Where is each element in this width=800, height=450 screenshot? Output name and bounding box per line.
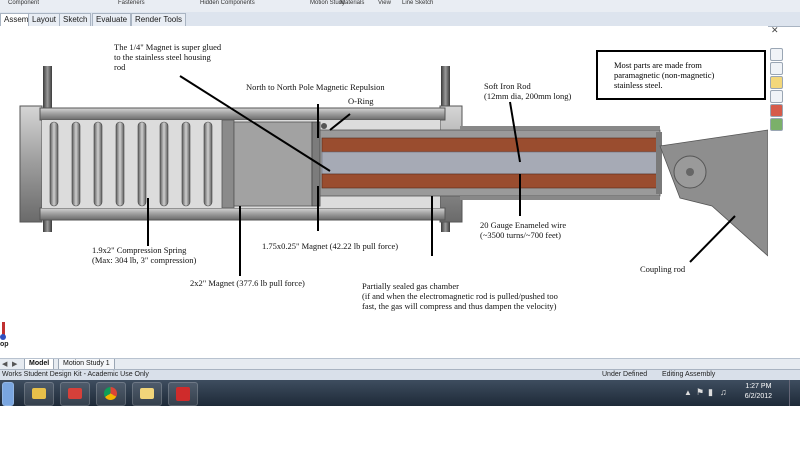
housing-tube-top bbox=[39, 107, 446, 121]
ribbon-item-fasteners[interactable]: Fasteners bbox=[118, 0, 145, 6]
triad-origin-icon bbox=[0, 334, 6, 340]
resources-icon[interactable] bbox=[770, 48, 783, 61]
annotation-magnet-glue: The 1/4" Magnet is super glued to the st… bbox=[114, 42, 222, 72]
tab-scroll-left-icon[interactable]: ◀ bbox=[2, 361, 8, 368]
compression-spring bbox=[49, 121, 213, 207]
appearances-icon[interactable] bbox=[770, 104, 783, 117]
annotation-enameled-wire: 20 Gauge Enameled wire (~3500 turns/~700… bbox=[480, 220, 567, 240]
annotation-o-ring: O-Ring bbox=[348, 96, 374, 106]
view-label: op bbox=[0, 341, 9, 348]
ribbon-item-component[interactable]: Component bbox=[8, 0, 40, 6]
coil-winding-bottom bbox=[321, 173, 659, 189]
housing-tube-bottom bbox=[39, 207, 446, 221]
material-note-box: Most parts are made from paramagnetic (n… bbox=[596, 50, 766, 100]
design-library-icon[interactable] bbox=[770, 62, 783, 75]
file-manager-icon[interactable] bbox=[132, 382, 162, 406]
ribbon-item-materials[interactable]: Materials bbox=[340, 0, 365, 6]
tray-network-icon[interactable]: ▮ bbox=[708, 387, 713, 397]
status-license: Works Student Design Kit - Academic Use … bbox=[2, 371, 149, 378]
taskbar-clock[interactable]: 1:27 PM 6/2/2012 bbox=[745, 382, 772, 402]
solidworks-icon[interactable] bbox=[168, 382, 198, 406]
show-desktop-button[interactable] bbox=[789, 380, 800, 406]
task-pane bbox=[769, 48, 783, 138]
status-bar: Works Student Design Kit - Academic Use … bbox=[0, 369, 800, 380]
start-orb-icon[interactable] bbox=[2, 382, 14, 406]
windows-taskbar: ▲ ⚑ ▮ ♫ 1:27 PM 6/2/2012 bbox=[0, 380, 800, 406]
reference-triad: op bbox=[0, 322, 10, 350]
ribbon-item-motion-study[interactable]: Motion Study bbox=[310, 0, 346, 6]
clock-time: 1:27 PM bbox=[745, 383, 772, 390]
coupling-pin-hole bbox=[686, 168, 694, 176]
tab-layout[interactable]: Layout bbox=[28, 13, 61, 26]
o-ring bbox=[321, 123, 327, 129]
close-icon[interactable]: ✕ bbox=[771, 25, 779, 35]
material-note-text: Most parts are made from paramagnetic (n… bbox=[614, 60, 715, 90]
annotation-soft-iron-rod: Soft Iron Rod (12mm dia, 200mm long) bbox=[484, 81, 572, 101]
spring-plate bbox=[221, 119, 235, 209]
annotation-gas-chamber: Partially sealed gas chamber (if and whe… bbox=[362, 281, 558, 311]
annotation-repulsion: North to North Pole Magnetic Repulsion bbox=[246, 82, 385, 92]
soft-iron-rod bbox=[321, 151, 659, 175]
triad-y-axis-icon bbox=[2, 322, 5, 338]
tray-volume-icon[interactable]: ♫ bbox=[720, 387, 727, 397]
tab-evaluate[interactable]: Evaluate bbox=[92, 13, 132, 26]
model-tab-bar: ◀ ▶ Model Motion Study 1 bbox=[0, 358, 800, 370]
bolt-top-right bbox=[441, 66, 450, 110]
clock-date: 6/2/2012 bbox=[744, 393, 772, 400]
view-palette-icon[interactable] bbox=[770, 90, 783, 103]
graphics-area[interactable]: The 1/4" Magnet is super glued to the st… bbox=[0, 26, 769, 356]
left-end-cap bbox=[19, 105, 43, 223]
file-explorer-icon[interactable] bbox=[770, 76, 783, 89]
leader-lines bbox=[147, 75, 736, 276]
command-tabs: Assembly Layout Sketch Evaluate Render T… bbox=[0, 12, 800, 37]
explorer-icon[interactable] bbox=[24, 382, 54, 406]
tray-flag-icon[interactable]: ⚑ bbox=[696, 387, 705, 397]
coil-winding-top bbox=[321, 137, 659, 153]
media-player-icon[interactable] bbox=[60, 382, 90, 406]
tube-extension-bottom bbox=[460, 196, 660, 200]
tray-arrow-icon[interactable]: ▲ bbox=[684, 388, 692, 397]
tube-extension bbox=[460, 126, 660, 130]
ribbon-item-view[interactable]: View bbox=[378, 0, 391, 6]
tab-scroll-right-icon[interactable]: ▶ bbox=[12, 361, 18, 368]
bolt-top-left bbox=[43, 66, 52, 112]
custom-properties-icon[interactable] bbox=[770, 118, 783, 131]
assembly-section-drawing bbox=[19, 66, 769, 276]
status-mode: Editing Assembly bbox=[662, 371, 716, 378]
annotation-big-magnet: 2x2" Magnet (377.6 lb pull force) bbox=[190, 278, 305, 288]
tab-sketch[interactable]: Sketch bbox=[59, 13, 92, 26]
tab-render-tools[interactable]: Render Tools bbox=[131, 13, 186, 26]
annotation-small-magnet: 1.75x0.25" Magnet (42.22 lb pull force) bbox=[262, 241, 399, 251]
ribbon-item-hidden-components[interactable]: Hidden Components bbox=[200, 0, 255, 6]
status-definition: Under Defined bbox=[602, 371, 648, 378]
rod-end-cap bbox=[656, 132, 662, 194]
annotation-coupling-rod: Coupling rod bbox=[640, 264, 686, 274]
ribbon-item-line-sketch[interactable]: Line Sketch bbox=[402, 0, 434, 6]
annotation-spring: 1.9x2" Compression Spring (Max: 304 lb, … bbox=[92, 245, 197, 265]
chrome-icon[interactable] bbox=[96, 382, 126, 406]
